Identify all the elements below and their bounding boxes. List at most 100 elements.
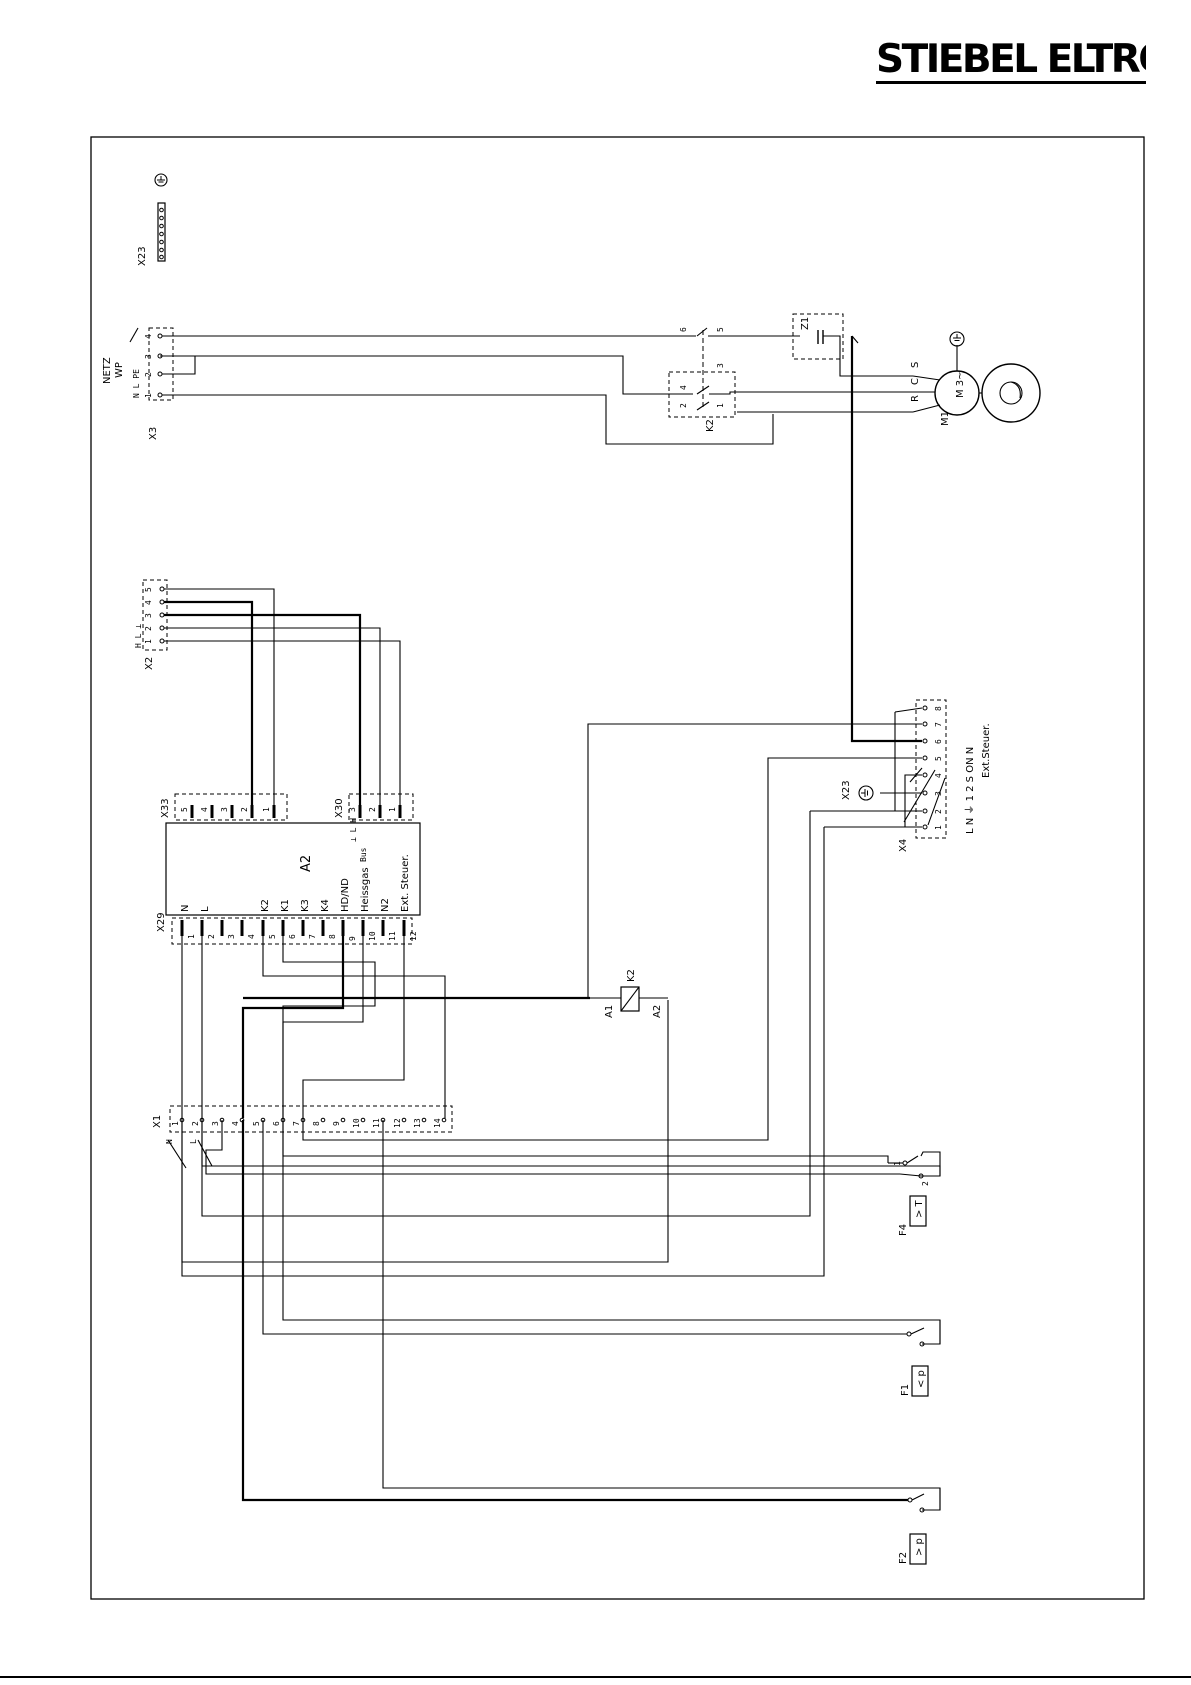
z1-label: Z1 <box>800 317 811 330</box>
x30-connector: X30 3 2 1 ⊥ L H Bus <box>334 793 414 862</box>
a2-term-l: L <box>200 906 211 912</box>
x29-pin-7: 7 <box>308 934 317 939</box>
z1-to-x4-wiring <box>810 336 922 828</box>
x3-pin-3: 3 <box>144 354 153 359</box>
x1-pin-9: 9 <box>332 1121 341 1126</box>
x4-pin-6: 6 <box>934 739 943 744</box>
x30-label: X30 <box>334 798 345 818</box>
x3-label: X3 <box>148 427 159 440</box>
x29-pin-6: 6 <box>288 934 297 939</box>
x33-pin-2: 2 <box>240 807 249 812</box>
f2-label: F2 <box>898 1552 909 1564</box>
motor-terminal-s: S <box>910 362 921 368</box>
x29-wiring <box>167 723 941 1510</box>
x29-pin-10: 10 <box>368 931 377 941</box>
x29-pin-1: 1 <box>187 934 196 939</box>
x1-pin-2: 2 <box>191 1121 200 1126</box>
netz-label: NETZ <box>102 357 113 384</box>
x4-terminal: X4 1 2 3 4 5 6 7 8 L N ⏚ 1 2 S ON N Ext.… <box>841 699 992 852</box>
x1-pin-4: 4 <box>231 1121 240 1126</box>
x23-earth-icon <box>858 785 874 801</box>
x33-pin-4: 4 <box>200 807 209 812</box>
x33-connector: X33 5 4 3 2 1 <box>160 793 288 821</box>
x1-pin-11: 11 <box>372 1118 381 1128</box>
k2-pin-5: 5 <box>716 327 725 332</box>
x29-pin-4: 4 <box>247 934 256 939</box>
k2-coil: K2 A1 A2 <box>590 969 668 1018</box>
f1-symbol: < p <box>916 1370 927 1388</box>
motor-earth-icon <box>949 331 965 347</box>
x4-ext-label: Ext.Steuer. <box>981 723 992 778</box>
x4-pin-3: 3 <box>934 791 943 796</box>
x3-terms: N L PE <box>132 369 141 398</box>
f4-thermostat: 1 2 > T F4 <box>888 1151 941 1236</box>
x4-pin-8: 8 <box>934 706 943 711</box>
x1-l-label: L <box>189 1139 198 1144</box>
x29-label: X29 <box>156 912 167 932</box>
x2-terms: H L ⊥ <box>134 624 143 648</box>
f1-label: F1 <box>900 1384 911 1396</box>
x4-pin-2: 2 <box>934 809 943 814</box>
x23-top-terminal: X23 <box>137 173 168 266</box>
x33-pin-3: 3 <box>220 807 229 812</box>
a2-term-n2: N2 <box>380 898 391 912</box>
x1-pin-3: 3 <box>211 1121 220 1126</box>
x2-label: X2 <box>144 657 155 670</box>
x1-pin-7: 7 <box>292 1121 301 1126</box>
bus-label: Bus <box>359 847 368 862</box>
a2-term-n: N <box>180 905 191 912</box>
wp-label: WP <box>114 362 125 378</box>
z1-capacitor: Z1 <box>792 313 844 360</box>
k2-pin-6: 6 <box>679 327 688 332</box>
x23-top-label: X23 <box>137 246 148 266</box>
earth-icon <box>154 173 168 187</box>
stiebel-eltron-logo: STIEBEL ELTRON <box>876 38 1146 84</box>
x1-pin-13: 13 <box>413 1118 422 1128</box>
x33-pin-5: 5 <box>180 807 189 812</box>
k2-pin-3: 3 <box>716 363 725 368</box>
f4-pin-2: 2 <box>921 1181 930 1186</box>
motor-terminal-r: R <box>910 395 921 402</box>
a2-term-k4: K4 <box>320 899 331 912</box>
diagram-frame <box>90 136 1145 1600</box>
x3-pin-1: 1 <box>144 393 153 398</box>
k2-pin-2: 2 <box>679 403 688 408</box>
x33-label: X33 <box>160 798 171 818</box>
x4-label: X4 <box>898 839 909 852</box>
k2-contactor-label: K2 <box>705 419 716 432</box>
k2-pin-4: 4 <box>679 385 688 390</box>
a2-term-k3: K3 <box>300 899 311 912</box>
fan-icon <box>981 363 1041 423</box>
x29-pin-5: 5 <box>268 934 277 939</box>
k2-contactor: 6 5 4 3 2 1 K2 <box>668 327 736 432</box>
x3-pin-4: 4 <box>144 334 153 339</box>
x23-mid-label: X23 <box>841 780 852 800</box>
x2-pin-5: 5 <box>144 587 153 592</box>
f4-label: F4 <box>898 1224 909 1236</box>
x4-pin-4: 4 <box>934 773 943 778</box>
a2-term-hdnd: HD/ND <box>340 878 351 912</box>
x3-netz-terminal: X3 NETZ WP N L PE 1 2 3 4 <box>102 327 196 440</box>
x2-pin-2: 2 <box>144 626 153 631</box>
x4-pin-7: 7 <box>934 722 943 727</box>
x3-pin-2: 2 <box>144 372 153 377</box>
motor-terminal-c: C <box>910 378 921 385</box>
f2-symbol: > p <box>914 1538 925 1556</box>
motor-symbol: M 3~ <box>955 371 966 398</box>
a2-controller: A2 N L K2 K1 K3 K4 HD/ND Heissgas N2 Ext… <box>165 822 421 916</box>
x29-pin-9: 9 <box>348 936 357 941</box>
x1-terminal-strip: X1 N L 1 2 3 4 5 6 7 8 9 10 11 12 13 14 <box>152 1105 453 1144</box>
x29-pin-2: 2 <box>207 934 216 939</box>
k2-coil-label: K2 <box>626 969 637 982</box>
x2-wiring <box>164 588 401 805</box>
x29-pin-3: 3 <box>227 934 236 939</box>
x2-pin-1: 1 <box>144 639 153 644</box>
x4-pin-1: 1 <box>934 825 943 830</box>
x30-terms: ⊥ L H <box>349 818 358 842</box>
x2-bus-terminal: X2 H L ⊥ 1 2 3 4 5 <box>134 579 168 670</box>
a2-term-heissgas: Heissgas <box>360 867 371 912</box>
a2-term-k1: K1 <box>280 899 291 912</box>
a1-label: A1 <box>604 1005 615 1018</box>
x29-pin-12: 12 <box>409 931 418 941</box>
